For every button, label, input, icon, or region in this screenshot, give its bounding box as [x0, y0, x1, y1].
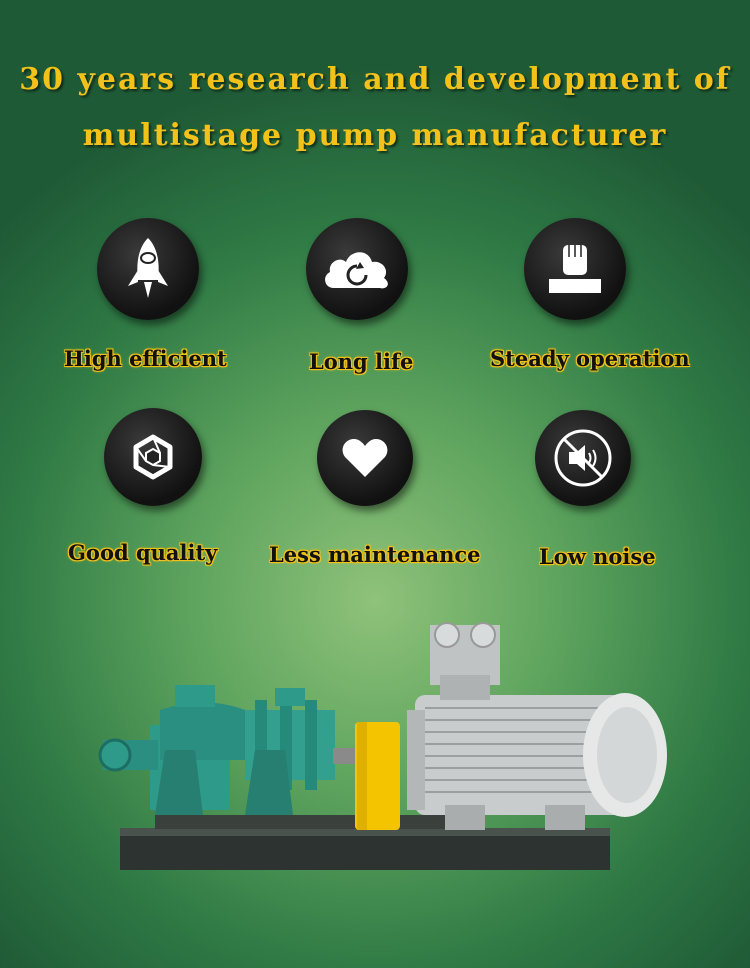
headline-line-1: 30 years research and development of: [19, 62, 731, 97]
aperture-icon: [104, 408, 202, 506]
heart-icon: [317, 410, 413, 506]
rocket-icon: [97, 218, 199, 320]
feature-label-less-maintenance: Less maintenance: [269, 542, 481, 567]
mute-speaker-icon: [535, 410, 631, 506]
feature-label-high-efficient: High efficient: [64, 346, 227, 371]
headline-line-2: multistage pump manufacturer: [82, 118, 668, 153]
feature-label-low-noise: Low noise: [539, 544, 656, 569]
feature-label-long-life: Long life: [309, 349, 414, 374]
feature-label-good-quality: Good quality: [68, 540, 218, 565]
cloud-refresh-icon: [306, 218, 408, 320]
feature-label-steady-operation: Steady operation: [490, 346, 690, 371]
multistage-pump-image: [98, 622, 667, 870]
fist-icon: [524, 218, 626, 320]
